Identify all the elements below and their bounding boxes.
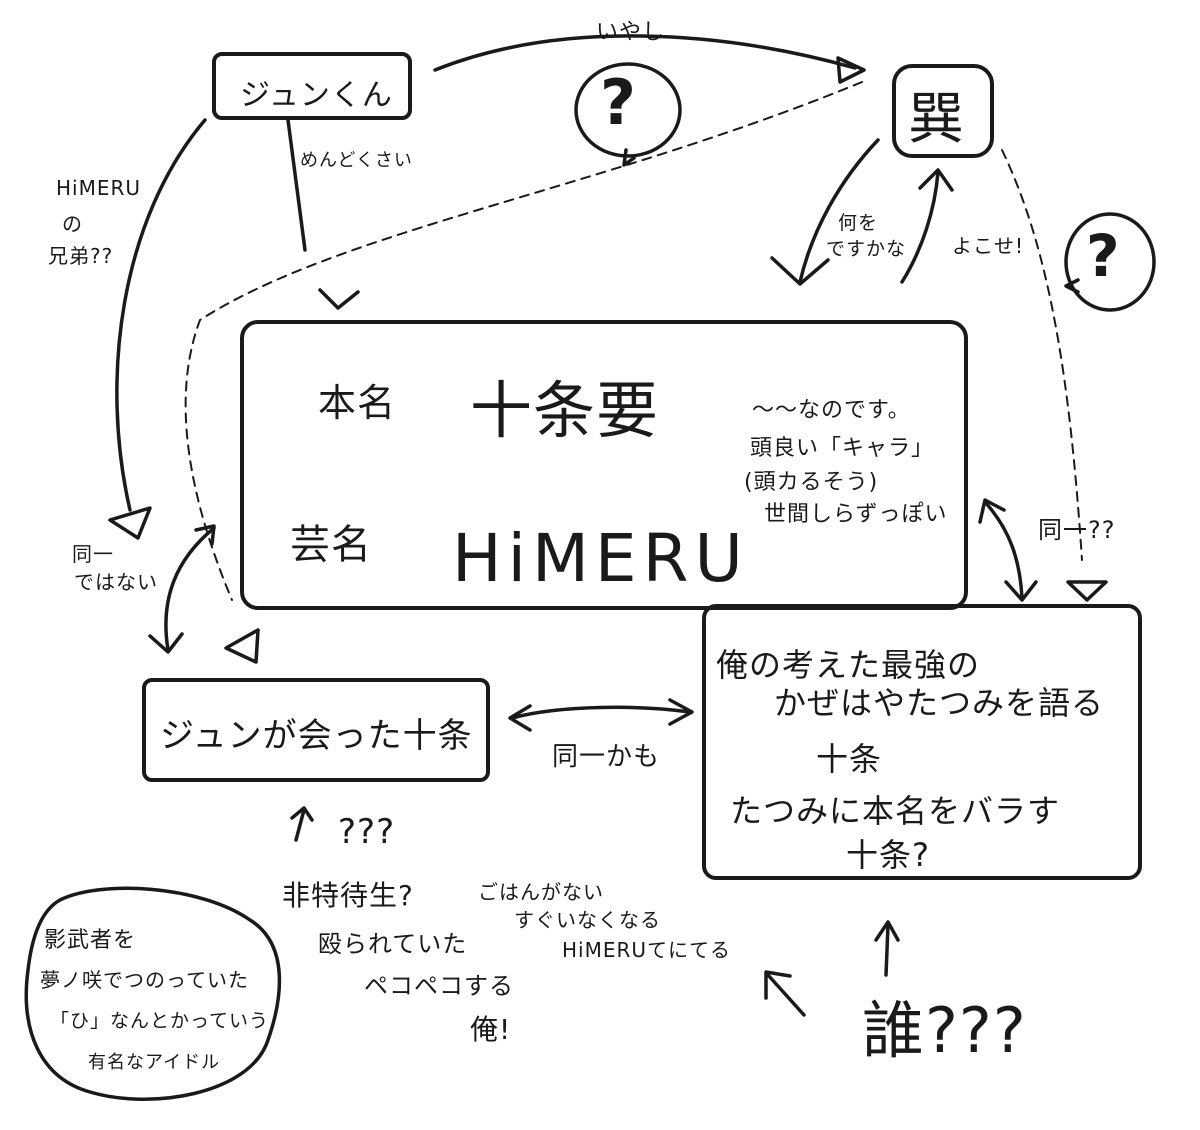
note-himeru-resembles: HiMERUてにてる: [562, 938, 732, 962]
node-jun: ジュンくん: [240, 78, 393, 113]
arrow-qqq: [294, 808, 306, 842]
note-smart-chara: 頭良い「キャラ」: [750, 436, 935, 461]
bubble-line1: 影武者を: [44, 928, 137, 953]
edge-tatsumi-main: [798, 138, 880, 284]
note-non-scholarship: 非特待生?: [282, 879, 414, 912]
note-who: 誰???: [862, 994, 1027, 1067]
edge-label-nani-1: 何を: [838, 212, 879, 234]
arrow-himeru-niteru: [766, 973, 806, 1017]
question-bubble-top: [574, 62, 682, 158]
note-head-light: (頭カるそう): [744, 470, 879, 495]
bubble-line3: 「ひ」なんとかっていう: [50, 1010, 270, 1032]
bubble-line2: 夢ノ咲でつのっていた: [40, 968, 249, 992]
node-strongest-box: [702, 604, 1142, 880]
question-mark-top: ?: [600, 66, 637, 139]
speech-bubble: [24, 886, 282, 1101]
arrowhead-strongest-dashed: [1066, 580, 1108, 602]
edge-label-same-not-2: ではない: [74, 570, 158, 594]
edge-label-same-q: 同一??: [1038, 516, 1116, 544]
edge-main-strongest: [983, 500, 1024, 600]
arrowhead-tatsumi: [836, 56, 866, 84]
arrowhead-junmet-left: [108, 506, 152, 540]
dashed-tatsumi-strongest: [1001, 149, 1083, 561]
edge-jun-junmet: [115, 118, 207, 512]
question-bubble-right: [1064, 212, 1156, 312]
strongest-line1: 俺の考えた最強の: [716, 646, 981, 684]
arrowhead-tatsumi-bottom: [918, 168, 954, 192]
stage-name: HiMERU: [452, 520, 749, 597]
note-naive: 世間しらずっぽい: [764, 502, 948, 527]
edge-jun-main: [286, 118, 307, 252]
edge-label-same-not-1: 同一: [72, 542, 114, 566]
strongest-line2: かぜはやたつみを語る: [774, 684, 1105, 722]
arrowhead-main-right: [770, 256, 830, 286]
edge-label-iyashi: いやし: [596, 20, 666, 45]
edge-label-yokose: よこせ!: [952, 234, 1025, 258]
node-junmet-box: [142, 678, 490, 782]
edge-main-tatsumi: [900, 170, 940, 284]
edge-junmet-strongest: [510, 705, 692, 720]
node-junmet: ジュンが会った十条: [160, 716, 473, 756]
arrowhead-main-top: [318, 288, 360, 310]
strongest-line3: 十条: [816, 740, 883, 778]
real-name: 十条要: [470, 374, 660, 447]
node-jun-box: [212, 52, 412, 120]
note-no-food: ごはんがない: [478, 880, 604, 904]
main-box: [240, 320, 968, 610]
edge-label-himeru-brother-1: HiMERU: [56, 176, 142, 200]
note-qqq: ???: [338, 812, 396, 852]
arrowhead-junmet-dashed: [224, 628, 260, 664]
arrow-who: [884, 923, 890, 977]
note-me: 俺!: [470, 1013, 512, 1046]
node-tatsumi-box: [892, 64, 994, 158]
node-tatsumi: 巽: [908, 87, 965, 152]
edge-main-junmet: [164, 526, 216, 652]
dashed-tatsumi-junmet: [184, 81, 863, 601]
question-mark-right: ?: [1086, 222, 1121, 290]
stage-name-label: 芸名: [290, 522, 372, 568]
note-bowing: ペコペコする: [364, 972, 514, 1000]
note-beaten: 殴られていた: [318, 930, 468, 958]
edge-label-himeru-brother-3: 兄弟??: [48, 244, 114, 268]
edge-label-mendokusai: めんどくさい: [300, 150, 413, 171]
edge-jun-tatsumi: [433, 34, 857, 72]
strongest-line5: 十条?: [846, 836, 930, 874]
note-disappears: すぐいなくなる: [514, 908, 661, 932]
edge-label-nani-2: ですかな: [826, 238, 907, 260]
edge-label-same-maybe: 同一かも: [552, 742, 661, 772]
real-name-label: 本名: [318, 381, 397, 425]
bubble-line4: 有名なアイドル: [88, 1052, 221, 1073]
note-desu: 〜〜なのです。: [752, 398, 911, 423]
strongest-line4: たつみに本名をバラす: [730, 792, 1061, 830]
edge-label-himeru-brother-2: の: [62, 212, 83, 236]
